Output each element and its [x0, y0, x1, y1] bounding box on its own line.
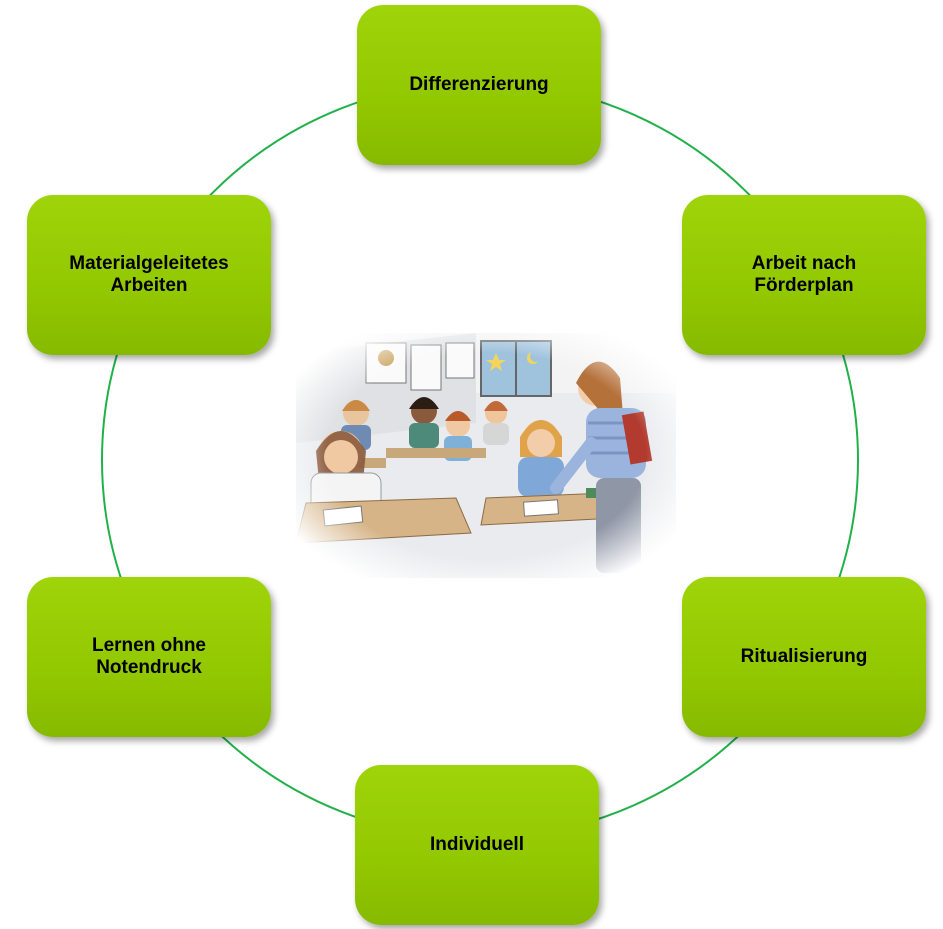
node-arbeit-nach-foerderplan: Arbeit nach Förderplan [682, 195, 926, 355]
classroom-illustration [296, 333, 676, 578]
node-label: Materialgeleitetes Arbeiten [69, 253, 229, 296]
node-label: Ritualisierung [740, 646, 868, 667]
node-differenzierung: Differenzierung [357, 5, 601, 165]
node-materialgeleitetes-arbeiten: Materialgeleitetes Arbeiten [27, 195, 271, 355]
node-individuell: Individuell [355, 765, 599, 925]
node-label: Individuell [430, 834, 524, 855]
node-label: Arbeit nach Förderplan [751, 253, 857, 296]
node-ritualisierung: Ritualisierung [682, 577, 926, 737]
node-label: Lernen ohne Notendruck [91, 635, 206, 678]
node-lernen-ohne-notendruck: Lernen ohne Notendruck [27, 577, 271, 737]
node-label: Differenzierung [409, 74, 549, 95]
